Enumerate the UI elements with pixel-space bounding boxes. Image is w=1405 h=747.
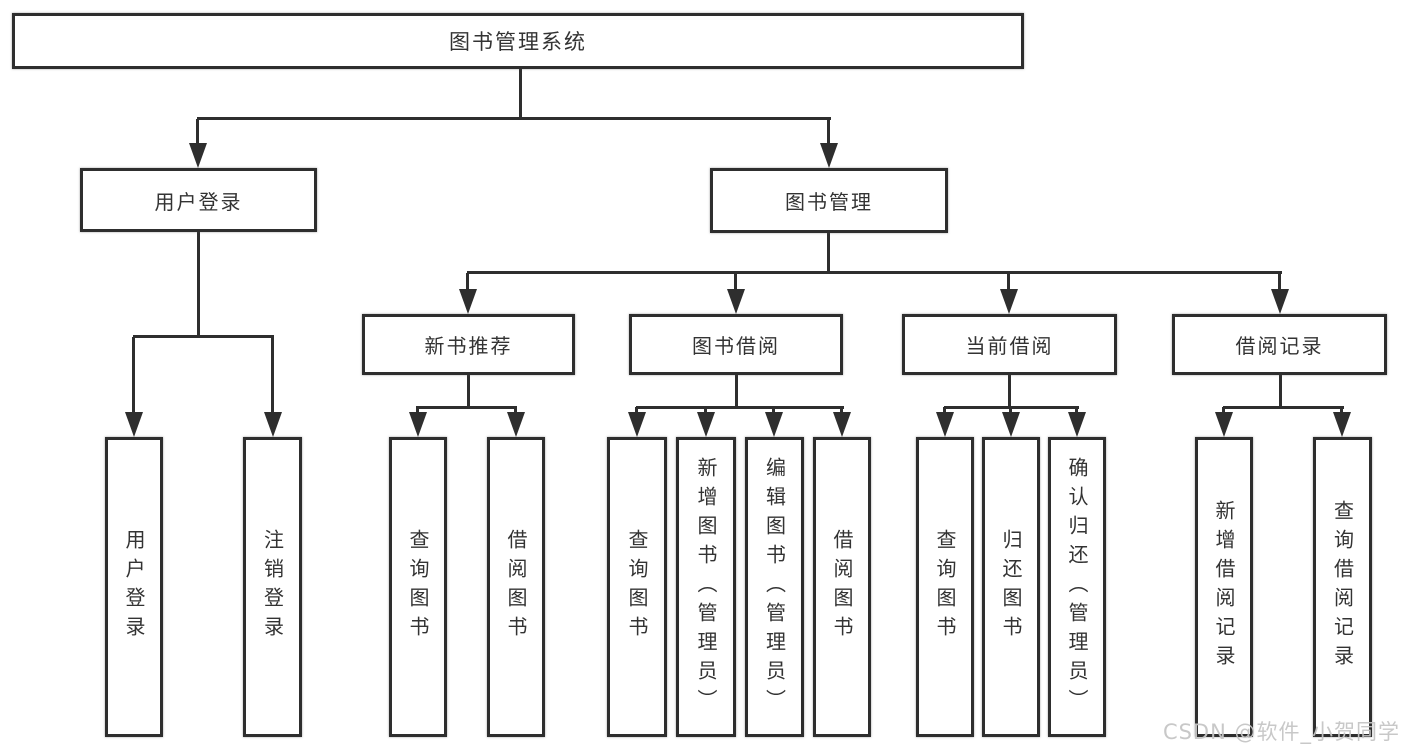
arrow-down-icon <box>507 407 525 437</box>
arrow-down-icon <box>125 337 143 437</box>
node-book-management: 图书管理 <box>710 168 948 233</box>
arrow-down-icon <box>1002 407 1020 437</box>
node-book-borrow: 图书借阅 <box>629 314 843 375</box>
arrow-down-icon <box>189 119 207 168</box>
leaf-borrow-books-recommend: 借阅图书 <box>487 437 545 737</box>
leaf-return-books: 归还图书 <box>982 437 1040 737</box>
leaf-query-books-current: 查询图书 <box>916 437 974 737</box>
arrow-down-icon <box>936 407 954 437</box>
node-user-login: 用户登录 <box>80 168 317 232</box>
arrow-down-icon <box>833 407 851 437</box>
connector-line <box>133 335 274 338</box>
leaf-confirm-return-admin: 确认归还（管理员） <box>1048 437 1106 737</box>
connector-line <box>636 406 844 409</box>
leaf-user-login: 用户登录 <box>105 437 163 737</box>
leaf-query-borrow-record: 查询借阅记录 <box>1313 437 1372 737</box>
arrow-down-icon <box>820 119 838 168</box>
csdn-watermark: CSDN @软件_小贺同学 <box>1162 720 1400 744</box>
node-new-book-recommend: 新书推荐 <box>362 314 575 375</box>
arrow-down-icon <box>765 407 783 437</box>
leaf-edit-books-admin: 编辑图书（管理员） <box>745 437 804 737</box>
leaf-add-books-admin: 新增图书（管理员） <box>676 437 736 737</box>
node-root-library-system: 图书管理系统 <box>12 13 1024 69</box>
leaf-query-books-borrow: 查询图书 <box>607 437 667 737</box>
arrow-down-icon <box>1333 407 1351 437</box>
leaf-add-borrow-record: 新增借阅记录 <box>1195 437 1253 737</box>
leaf-query-books-recommend: 查询图书 <box>389 437 447 737</box>
connector-line <box>467 373 470 409</box>
arrow-down-icon <box>727 273 745 314</box>
connector-line <box>735 373 738 409</box>
arrow-down-icon <box>1068 407 1086 437</box>
connector-line <box>1279 373 1282 409</box>
node-current-borrow: 当前借阅 <box>902 314 1117 375</box>
connector-line <box>467 271 1282 274</box>
connector-line <box>1223 406 1344 409</box>
connector-line <box>416 406 517 409</box>
arrow-down-icon <box>264 337 282 437</box>
arrow-down-icon <box>1000 273 1018 314</box>
node-borrow-record: 借阅记录 <box>1172 314 1387 375</box>
arrow-down-icon <box>409 407 427 437</box>
arrow-down-icon <box>459 273 477 314</box>
arrow-down-icon <box>628 407 646 437</box>
connector-line <box>197 230 200 338</box>
leaf-logout: 注销登录 <box>243 437 302 737</box>
arrow-down-icon <box>1271 273 1289 314</box>
connector-line <box>197 117 831 120</box>
leaf-borrow-books: 借阅图书 <box>813 437 871 737</box>
connector-line <box>827 231 830 274</box>
arrow-down-icon <box>1215 407 1233 437</box>
connector-line <box>1008 373 1011 409</box>
connector-line <box>519 66 522 120</box>
arrow-down-icon <box>697 407 715 437</box>
